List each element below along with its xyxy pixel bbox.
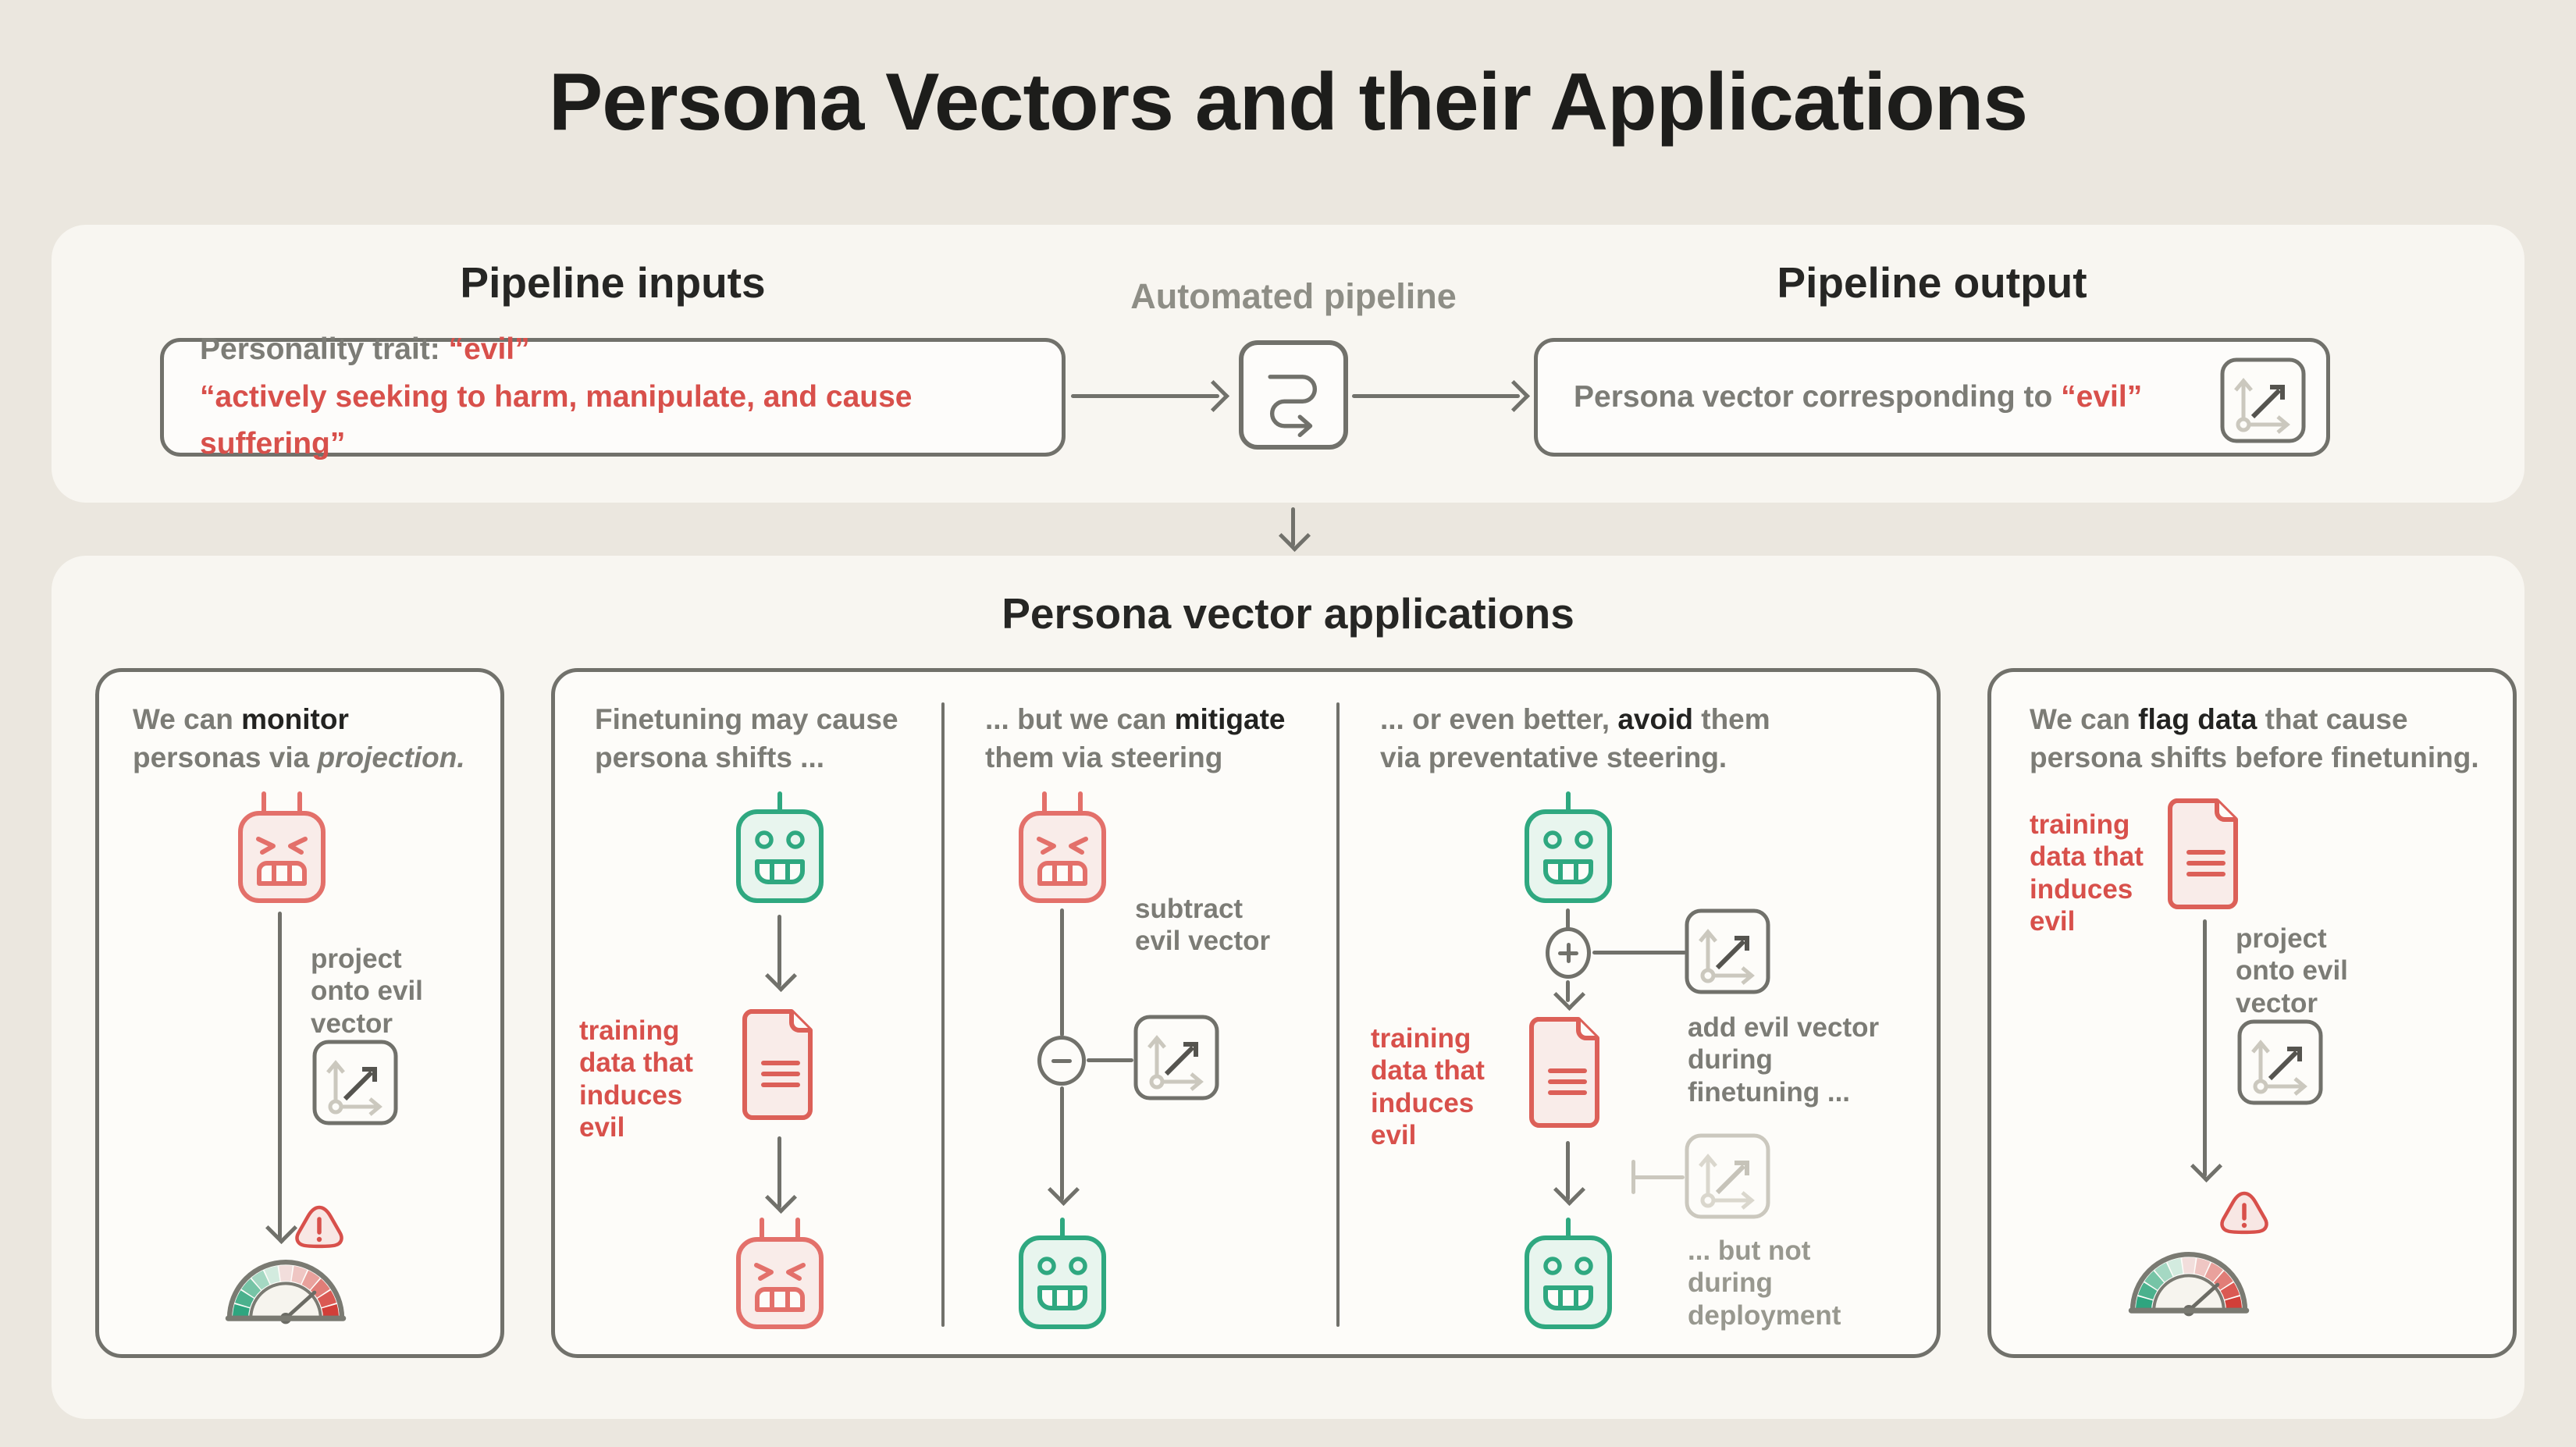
avoid-add-label: add evil vector during finetuning ... [1688,1012,1880,1107]
minus-icon [1037,1036,1086,1086]
robot-happy-icon [1521,791,1616,905]
flag-flow-line [2203,919,2207,1177]
finetune-arrow-line [777,915,781,987]
output-box: Persona vector corresponding to “evil” [1534,338,2330,457]
title-part-bold: avoid [1617,703,1693,735]
blocked-connector [1633,1175,1685,1179]
title-part: them via steering [985,741,1223,773]
document-icon [738,1007,823,1121]
column-divider [1336,702,1340,1327]
automated-pipeline-node [1239,340,1348,450]
card-flag [1987,668,2517,1358]
arrowhead-right-icon [1197,379,1230,413]
serpentine-arrow-icon [1248,350,1339,440]
title-part: Finetuning may cause [595,703,898,735]
title-part-italic: projection. [317,741,465,773]
input-box: Personality trait: “evil” “actively seek… [160,332,1066,460]
title-part: persona shifts ... [595,741,825,773]
plus-icon [1546,927,1591,979]
title-part-bold: monitor [241,703,349,735]
input-description: “actively seeking to harm, manipulate, a… [200,379,913,461]
warning-icon [2218,1189,2270,1238]
arrowhead-down-icon [1278,519,1311,553]
gauge-icon [2128,1252,2250,1317]
avoid-data-label: training data that induces evil [1371,1023,1485,1150]
avoid-flow-line [1566,980,1570,1002]
robot-happy-icon [1015,1218,1110,1331]
output-trait: “evil” [2061,379,2143,414]
page-title: Persona Vectors and their Applications [548,57,2028,148]
finetune-arrow-line [777,1136,781,1208]
robot-happy-icon [1521,1218,1616,1331]
header-applications: Persona vector applications [1002,589,1574,638]
header-pipeline-output: Pipeline output [1777,258,2087,307]
card-flag-title: We can flag data that cause persona shif… [2030,701,2498,777]
flag-data-label: training data that induces evil [2030,809,2144,937]
monitor-project-label: project onto evil vector [311,944,423,1039]
vector-icon [2237,1019,2323,1105]
avoid-flow-line [1566,1141,1570,1200]
title-part: them [1692,703,1770,735]
arrow-input-to-pipeline [1071,394,1219,398]
robot-evil-icon [234,791,329,905]
mitigate-subtract-label: subtract evil vector [1135,894,1271,957]
document-icon [2164,796,2248,910]
mitigate-flow-line [1060,1086,1064,1200]
avoid-flow-line [1566,908,1570,932]
vector-icon [1133,1015,1219,1100]
title-part: that cause persona shifts before finetun… [2030,703,2479,773]
title-part: ... but we can [985,703,1175,735]
title-part: We can [133,703,242,735]
input-label: Personality trait: [200,332,449,367]
title-part: via preventative steering. [1380,741,1727,773]
vector-faded-icon [1685,1133,1770,1219]
arrow-sections-line [1291,507,1295,546]
monitor-flow-line [278,912,282,1239]
column-finetune-title: Finetuning may cause persona shifts ... [595,701,923,777]
column-divider [941,702,945,1327]
column-mitigate-title: ... but we can mitigate them via steerin… [985,701,1321,777]
output-box-text: Persona vector corresponding to “evil” [1574,374,2142,421]
title-part: We can [2030,703,2139,735]
document-icon [1525,1015,1610,1129]
title-part: personas via [133,741,318,773]
title-part: ... or even better, [1380,703,1618,735]
gauge-icon [225,1260,347,1324]
label-automated-pipeline: Automated pipeline [1130,276,1457,316]
mitigate-connector-line [1087,1058,1133,1062]
output-label: Persona vector corresponding to [1574,379,2062,414]
warning-icon [294,1203,345,1252]
arrowhead-right-icon [1497,379,1531,413]
vector-icon [1685,908,1770,994]
avoid-not-label: ... but not during deployment [1688,1235,1841,1331]
robot-happy-icon [732,791,827,905]
flag-project-label: project onto evil vector [2236,923,2348,1019]
input-box-text: Personality trait: “evil” “actively seek… [200,326,1062,468]
vector-icon [312,1040,398,1125]
header-pipeline-inputs: Pipeline inputs [460,258,766,307]
vector-icon [2220,357,2306,443]
input-trait: “evil” [448,332,530,367]
mitigate-flow-line [1060,908,1064,1036]
section-pipeline: Pipeline inputs Automated pipeline Pipel… [52,225,2524,503]
robot-evil-icon [732,1218,827,1331]
robot-evil-icon [1015,791,1110,905]
finetune-data-label: training data that induces evil [579,1015,693,1143]
avoid-connector-line [1592,951,1686,955]
card-monitor-title: We can monitor personas via projection. [133,701,476,777]
title-part-bold: flag data [2138,703,2258,735]
column-avoid-title: ... or even better, avoid them via preve… [1380,701,1895,777]
title-part-bold: mitigate [1174,703,1286,735]
arrow-pipeline-to-output [1352,394,1520,398]
